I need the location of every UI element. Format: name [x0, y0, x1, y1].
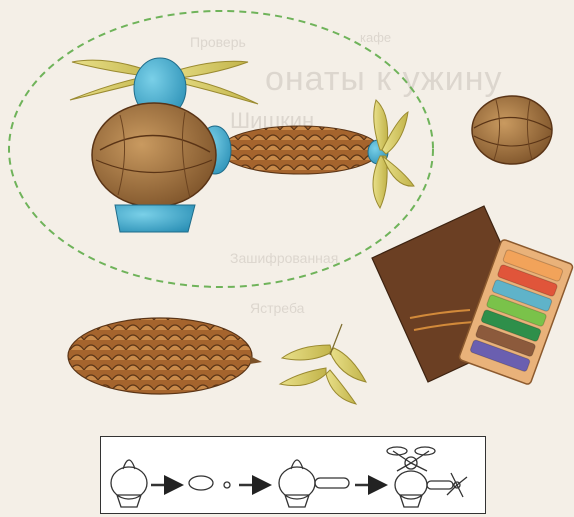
tail-cone [220, 126, 380, 174]
step-1-figure [111, 460, 147, 507]
pine-cone-icon [68, 318, 262, 394]
step-3-figure [279, 460, 349, 507]
step-2-figure [189, 476, 230, 490]
steps-diagram [101, 437, 484, 512]
landing-base [115, 205, 195, 232]
steps-panel [100, 436, 486, 514]
maple-seed-icon [280, 324, 366, 404]
body-walnut [92, 103, 216, 207]
step-4-figure [387, 447, 467, 507]
walnut-icon [472, 96, 552, 164]
